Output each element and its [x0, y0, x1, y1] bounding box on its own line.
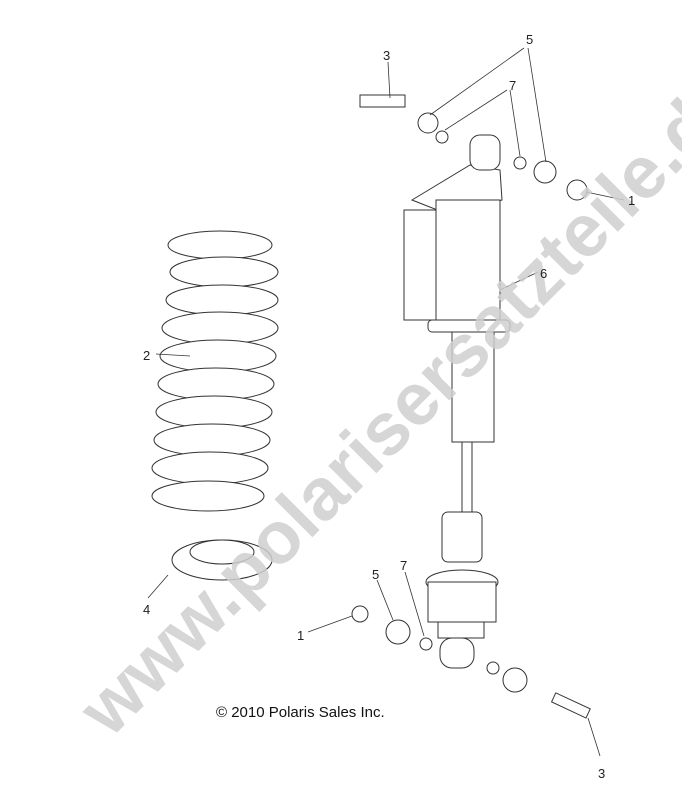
washer-part-7-bottom-left	[419, 637, 433, 651]
bolt-part-3-bottom	[550, 692, 591, 719]
bushing-part-5-top-right	[533, 160, 557, 184]
nut-part-1-bottom	[351, 605, 369, 623]
shock-part-6	[403, 134, 511, 669]
copyright-text: © 2010 Polaris Sales Inc.	[216, 704, 385, 721]
callout-5-top: 5	[526, 32, 534, 47]
callout-7-bottom: 7	[400, 558, 408, 573]
bushing-part-5-bottom-left	[385, 619, 411, 645]
washer-part-7-top-right	[513, 156, 527, 170]
callout-7-top: 7	[509, 78, 517, 93]
callout-1-top: 1	[628, 193, 636, 208]
nut-part-1-top	[566, 179, 588, 201]
callout-4: 4	[143, 602, 151, 617]
washer-part-7-top-left	[435, 130, 449, 144]
callout-3-top: 3	[383, 48, 391, 63]
callout-6: 6	[540, 266, 548, 281]
spring-part-2	[151, 230, 279, 512]
bolt-part-3-top	[359, 94, 406, 108]
retainer-part-4	[171, 539, 273, 581]
callout-2: 2	[143, 348, 151, 363]
callout-1-bottom: 1	[297, 628, 305, 643]
callout-3-bottom: 3	[598, 766, 606, 781]
washer-part-7-bottom-right	[486, 661, 500, 675]
bushing-part-5-top-left	[417, 112, 439, 134]
bushing-part-5-bottom-right	[502, 667, 528, 693]
callout-5-bottom: 5	[372, 567, 380, 582]
